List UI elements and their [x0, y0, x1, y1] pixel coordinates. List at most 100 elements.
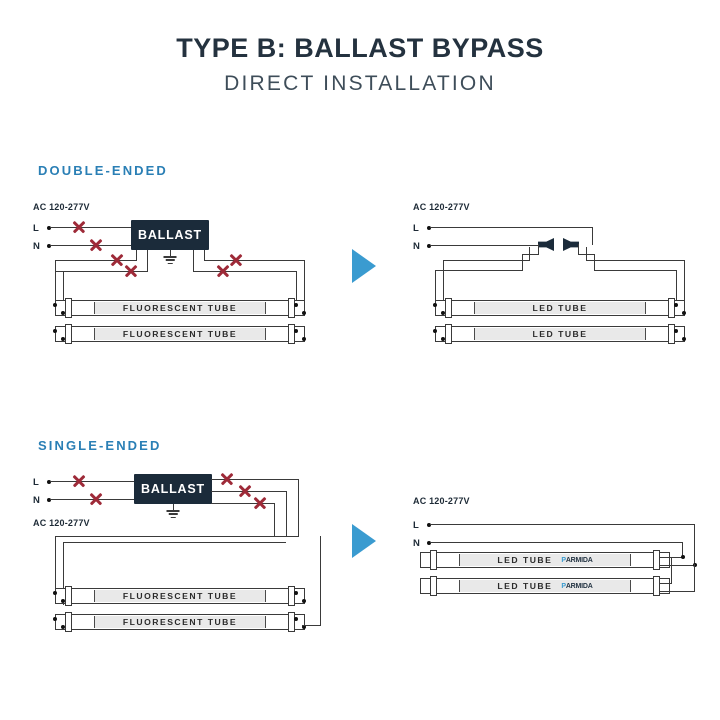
wire-tube2-pin-a [659, 583, 672, 585]
wire-left-nut-drop [538, 244, 540, 255]
tube1-pin-dot [294, 303, 298, 307]
section-label-double-ended: DOUBLE-ENDED [38, 163, 168, 178]
tube1-pin-dot [433, 303, 437, 307]
cut-mark-icon [110, 253, 124, 267]
fluorescent-tube-1: FLUORESCENT TUBE [55, 298, 305, 318]
wire-right-bus2-v [684, 260, 686, 312]
tube-endcap-left [65, 586, 72, 606]
wire-return-loop-v [55, 536, 57, 595]
wire-right-bus-v [676, 270, 678, 305]
tube-endcap-left [430, 576, 437, 596]
tube2-pin-dot [61, 337, 65, 341]
cut-mark-icon [229, 253, 243, 267]
neutral-terminal-dot [47, 244, 51, 248]
double-ended-after-diagram: AC 120-277V L N [410, 200, 710, 350]
tube2-pin-dot [302, 625, 306, 629]
wire-left-bus2-h [443, 260, 530, 262]
wire-out-3 [211, 503, 275, 505]
tube-label: FLUORESCENT TUBE [122, 617, 238, 627]
brand-logo-initial: P [561, 556, 566, 564]
wire-out-3-v [274, 503, 276, 537]
tube-label: LED TUBE [532, 329, 588, 339]
wire-out-r2-h [204, 260, 305, 262]
tube-endcap-right [288, 612, 295, 632]
single-ended-before-diagram: L N AC 120-277V BALLAST [30, 470, 330, 635]
neutral-terminal-label: N [33, 495, 40, 506]
wire-left-drop-b [529, 247, 531, 261]
wire-right-drop-b [586, 247, 588, 261]
fluorescent-tube-2: FLUORESCENT TUBE [55, 324, 305, 344]
tube-endcap-right [668, 324, 675, 344]
wire-tube2-riser-b [694, 564, 696, 592]
double-ended-before-diagram: AC 120-277V L N BALLAST [30, 200, 330, 350]
tube2-pin-dot [294, 617, 298, 621]
tube2-pin-dot [53, 617, 57, 621]
tube-label: FLUORESCENT TUBE [122, 303, 238, 313]
tube-endcap-right [668, 298, 675, 318]
wire-out-l2-h [55, 271, 148, 273]
wire-line-drop [694, 524, 696, 570]
tube-label: LED TUBE [497, 581, 553, 591]
cut-mark-icon [124, 264, 138, 278]
wire-right-nut-drop [578, 244, 580, 255]
wire-far-right-join [302, 625, 321, 627]
wire-left-bus-h [435, 270, 523, 272]
tube1-pin-dot [61, 311, 65, 315]
neutral-terminal-dot [427, 541, 431, 545]
tube2-pin-dot [674, 329, 678, 333]
tube-label-band: FLUORESCENT TUBE [94, 302, 266, 314]
neutral-terminal-label: N [33, 241, 40, 252]
tube-endcap-right [653, 550, 660, 570]
tube-label-band: LED TUBE [474, 328, 646, 340]
line-terminal-dot [427, 523, 431, 527]
tube-label-band: FLUORESCENT TUBE [94, 616, 266, 628]
brand-logo-initial: P [561, 582, 566, 590]
wire-right-bus-h [594, 270, 676, 272]
line-terminal-dot [427, 226, 431, 230]
wire-tube1-pin-b [659, 565, 695, 567]
cut-mark-icon [238, 484, 252, 498]
tube1-pin-dot [302, 311, 306, 315]
tube-endcap-right [288, 298, 295, 318]
tube-endcap-right [653, 576, 660, 596]
tube-endcap-right [288, 586, 295, 606]
section-label-single-ended: SINGLE-ENDED [38, 438, 162, 453]
wire-left-nut-h [522, 254, 539, 256]
ground-symbol [166, 510, 180, 519]
tube1-pin-dot [674, 303, 678, 307]
page-title: TYPE B: BALLAST BYPASS [176, 33, 544, 63]
tube2-pin-dot [433, 329, 437, 333]
tube-label: LED TUBE [497, 555, 553, 565]
page-subtitle: DIRECT INSTALLATION [224, 72, 496, 95]
wire-tube2-riser-a [671, 558, 673, 584]
wire-tube1-pin-a [659, 557, 683, 559]
tube1-pin-dot [53, 303, 57, 307]
supply-label: AC 120-277V [413, 496, 470, 506]
wire-neutral-drop [682, 542, 684, 558]
ballast-box: BALLAST [131, 220, 209, 250]
brand-logo-text: ARMIDA [565, 582, 593, 590]
junction-dot [681, 555, 685, 559]
line-terminal-label: L [413, 223, 419, 234]
wire-out-1 [211, 479, 299, 481]
wire-out-2-v [286, 491, 288, 537]
tube1-pin-dot [294, 591, 298, 595]
wire-right-bus-a [296, 271, 298, 309]
supply-label: AC 120-277V [33, 518, 90, 528]
wire-nut-connector-left [538, 238, 554, 251]
wire-far-right-bus [320, 536, 322, 625]
cut-mark-icon [253, 496, 267, 510]
wire-out-1-v [298, 479, 300, 537]
line-terminal-label: L [33, 223, 39, 234]
line-terminal-dot [47, 226, 51, 230]
tube-label-band: FLUORESCENT TUBE [94, 328, 266, 340]
tube-label-band: LED TUBE [474, 302, 646, 314]
neutral-terminal-dot [47, 498, 51, 502]
supply-label: AC 120-277V [413, 202, 470, 212]
